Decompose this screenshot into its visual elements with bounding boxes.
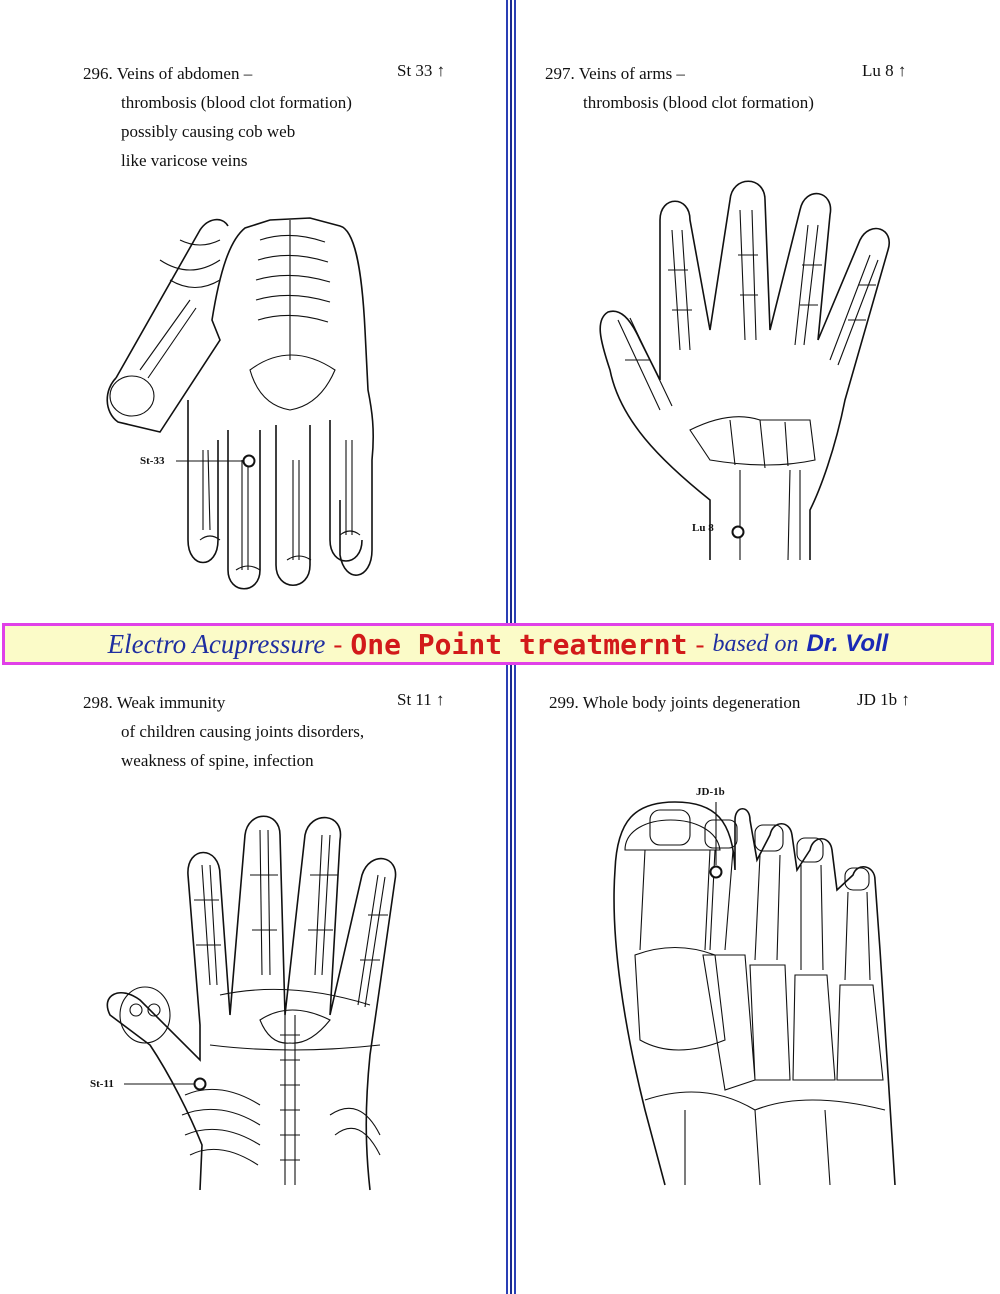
caption-line: Veins of abdomen – [116,64,253,83]
caption-number: 297. [545,64,575,83]
caption-296: 296. Veins of abdomen – thrombosis (bloo… [83,59,352,175]
banner-text-electro: Electro Acupressure [107,628,326,659]
point-label-st33: St-33 [140,455,165,467]
point-code-298: St 11 ↑ [397,690,445,709]
caption-line: like varicose veins [121,151,248,170]
title-banner: Electro Acupressure - One Point treatmer… [2,623,994,665]
hand-skeleton-illustration-298: St-11 [90,815,397,1191]
point-label-st11: St-11 [90,1078,114,1090]
foot-bones-illustration-299: JD-1b [613,786,896,1186]
banner-dash: - [333,628,343,659]
banner-text-author: Dr. Voll [806,630,889,657]
caption-line: weakness of spine, infection [121,751,314,770]
hand-skeleton-illustration-296: St-33 [106,217,374,590]
point-code-299: JD 1b ↑ [857,690,910,709]
point-code-297: Lu 8 ↑ [862,61,907,80]
caption-number: 296. [83,64,113,83]
banner-text-main: One Point treatmernt [350,627,688,661]
caption-number: 299. [549,693,579,712]
point-label-jd1b: JD-1b [696,786,725,798]
banner-dash: - [695,628,705,659]
banner-text-based: based on [712,630,799,657]
caption-line: thrombosis (blood clot formation) [583,93,814,112]
caption-297: 297. Veins of arms – thrombosis (blood c… [545,59,814,117]
caption-line: Veins of arms – [578,64,685,83]
caption-298: 298. Weak immunity of children causing j… [83,688,364,775]
caption-number: 298. [83,693,113,712]
caption-line: of children causing joints disorders, [121,722,365,741]
caption-line: thrombosis (blood clot formation) [121,93,352,112]
caption-line: Weak immunity [116,693,226,712]
hand-bones-illustration-297: Lu 8 [599,180,891,561]
caption-line: possibly causing cob web [121,122,296,141]
point-label-lu8: Lu 8 [692,522,714,534]
caption-line: Whole body joints degeneration [582,693,801,712]
caption-299: 299. Whole body joints degeneration [549,688,800,717]
point-code-296: St 33 ↑ [397,61,446,80]
